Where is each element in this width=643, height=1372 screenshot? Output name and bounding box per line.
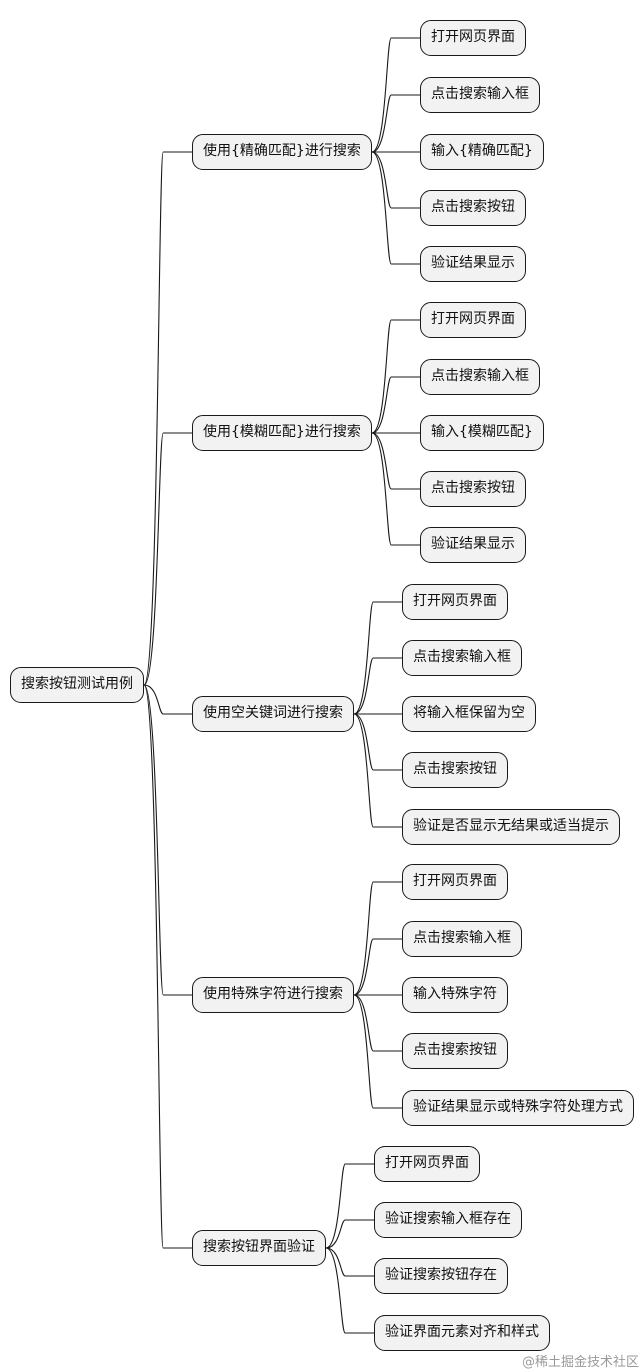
branch-leaf-connector bbox=[371, 151, 420, 209]
branch-leaf-connector bbox=[371, 432, 420, 546]
branch-leaf-connector bbox=[353, 881, 402, 996]
branch-leaf-connector bbox=[371, 376, 420, 434]
branch-leaf-connector bbox=[371, 94, 420, 153]
branch-leaf-connector bbox=[325, 1219, 374, 1249]
leaf-node: 点击搜索输入框 bbox=[420, 359, 540, 395]
leaf-node: 打开网页界面 bbox=[402, 864, 508, 900]
leaf-node: 点击搜索按钮 bbox=[420, 471, 526, 507]
leaf-node: 验证界面元素对齐和样式 bbox=[374, 1315, 550, 1351]
branch-leaf-connector bbox=[353, 601, 402, 715]
branch-leaf-connector bbox=[371, 319, 420, 434]
leaf-node: 验证结果显示 bbox=[420, 527, 526, 563]
branch-leaf-connector bbox=[371, 151, 420, 265]
root-branch-connector bbox=[143, 684, 192, 715]
leaf-node: 输入{精确匹配} bbox=[420, 134, 544, 170]
root-branch-connector bbox=[143, 432, 192, 686]
leaf-node: 打开网页界面 bbox=[374, 1146, 480, 1182]
branch-node: 使用空关键词进行搜索 bbox=[192, 696, 354, 732]
leaf-node: 打开网页界面 bbox=[402, 584, 508, 620]
branch-leaf-connector bbox=[371, 37, 420, 153]
leaf-node: 验证结果显示 bbox=[420, 246, 526, 282]
branch-leaf-connector bbox=[325, 1163, 374, 1249]
root-branch-connector bbox=[143, 151, 192, 686]
leaf-node: 输入{模糊匹配} bbox=[420, 415, 544, 451]
leaf-node: 输入特殊字符 bbox=[402, 977, 508, 1013]
root-node: 搜索按钮测试用例 bbox=[10, 667, 144, 703]
branch-node: 使用{模糊匹配}进行搜索 bbox=[192, 415, 372, 451]
leaf-node: 验证结果显示或特殊字符处理方式 bbox=[402, 1090, 634, 1126]
leaf-node: 点击搜索输入框 bbox=[420, 77, 540, 113]
branch-leaf-connector bbox=[353, 657, 402, 715]
branch-leaf-connector bbox=[353, 994, 402, 1109]
watermark: @稀土掘金技术社区 bbox=[521, 1355, 639, 1370]
branch-node: 使用特殊字符进行搜索 bbox=[192, 977, 354, 1013]
branch-leaf-connector bbox=[353, 713, 402, 771]
branch-leaf-connector bbox=[325, 1247, 374, 1277]
branch-node: 搜索按钮界面验证 bbox=[192, 1230, 326, 1266]
leaf-node: 点击搜索输入框 bbox=[402, 921, 522, 957]
leaf-node: 打开网页界面 bbox=[420, 302, 526, 338]
leaf-node: 打开网页界面 bbox=[420, 20, 526, 56]
leaf-node: 点击搜索输入框 bbox=[402, 640, 522, 676]
leaf-node: 验证搜索输入框存在 bbox=[374, 1202, 522, 1238]
root-branch-connector bbox=[143, 684, 192, 1249]
branch-node: 使用{精确匹配}进行搜索 bbox=[192, 134, 372, 170]
root-branch-connector bbox=[143, 684, 192, 996]
leaf-node: 验证是否显示无结果或适当提示 bbox=[402, 809, 620, 845]
branch-leaf-connector bbox=[353, 994, 402, 1052]
branch-leaf-connector bbox=[371, 432, 420, 490]
branch-leaf-connector bbox=[353, 938, 402, 996]
branch-leaf-connector bbox=[325, 1247, 374, 1334]
leaf-node: 点击搜索按钮 bbox=[402, 1033, 508, 1069]
leaf-node: 将输入框保留为空 bbox=[402, 696, 536, 732]
leaf-node: 点击搜索按钮 bbox=[420, 190, 526, 226]
leaf-node: 点击搜索按钮 bbox=[402, 752, 508, 788]
leaf-node: 验证搜索按钮存在 bbox=[374, 1258, 508, 1294]
branch-leaf-connector bbox=[353, 713, 402, 828]
